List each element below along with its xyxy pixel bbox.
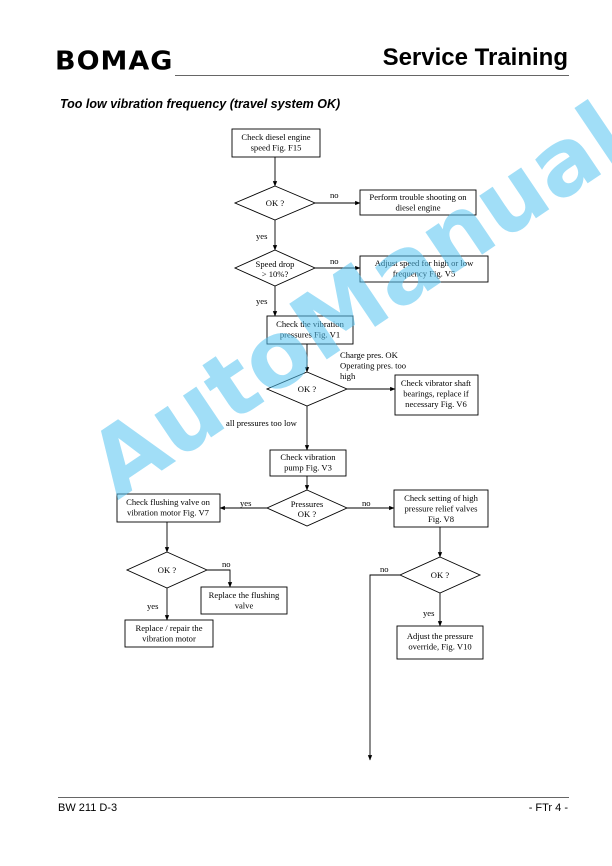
label-yes-4: yes <box>147 601 159 611</box>
label-no-5: no <box>380 564 389 574</box>
decision-ok-1 <box>233 185 317 221</box>
box-adjust-pressure-override <box>396 625 484 660</box>
header-rule <box>175 75 569 76</box>
box-check-relief-valves <box>393 489 489 528</box>
label-yes-5: yes <box>423 608 435 618</box>
label-no-1: no <box>330 190 339 200</box>
label-yes-1: yes <box>256 231 268 241</box>
bomag-logo: BOMAG <box>55 46 174 77</box>
label-yes-2: yes <box>256 296 268 306</box>
flow-connectors <box>164 157 443 761</box>
box-replace-vibration-motor <box>124 619 214 648</box>
decision-ok-4 <box>398 556 482 594</box>
page-title: Service Training <box>382 44 568 71</box>
box-check-bearings <box>394 374 479 416</box>
decision-ok-2 <box>265 371 349 407</box>
box-adjust-speed <box>359 255 489 283</box>
label-yes-3: yes <box>240 498 252 508</box>
decision-pressures-ok <box>265 489 349 527</box>
box-trouble-shooting <box>359 189 477 216</box>
decision-ok-4-text: OK ? <box>431 570 450 580</box>
footer-model: BW 211 D-3 <box>58 802 118 814</box>
label-no-2: no <box>330 256 339 266</box>
decision-ok-1-text: OK ? <box>266 198 285 208</box>
decision-ok-3-text: OK ? <box>158 565 177 575</box>
box-replace-flushing-valve <box>200 586 288 615</box>
decision-ok-2-text: OK ? <box>298 384 317 394</box>
decision-speed-drop <box>233 249 317 287</box>
box-check-vibration-pump <box>269 449 347 477</box>
footer-page-number: - FTr 4 - <box>528 802 568 814</box>
decision-speed-drop-text: Speed drop> 10%? <box>256 259 295 279</box>
label-no-3: no <box>362 498 371 508</box>
section-subtitle: Too low vibration frequency (travel syst… <box>60 97 341 111</box>
label-no-4: no <box>222 559 231 569</box>
decision-ok-3 <box>125 551 209 589</box>
box-check-vibration-pressures <box>266 315 354 345</box>
box-check-engine-speed <box>231 128 321 158</box>
footer-rule <box>58 797 569 798</box>
label-all-pressures-low: all pressures too low <box>226 418 298 428</box>
box-check-flushing-valve <box>116 493 221 523</box>
